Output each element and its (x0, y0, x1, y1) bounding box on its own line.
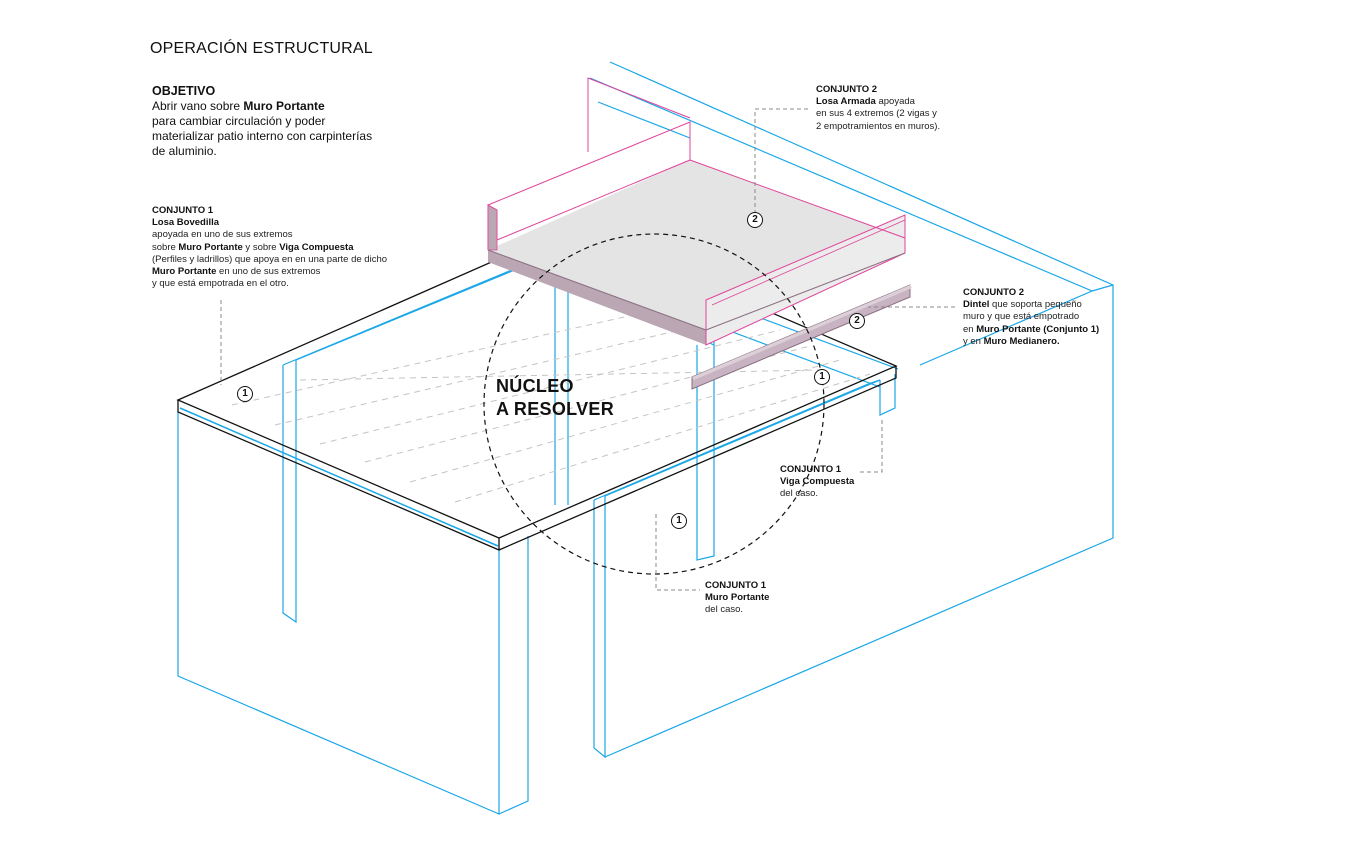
objective-line-2: para cambiar circulación y poder (152, 114, 326, 128)
annotation-muro-portante: CONJUNTO 1 Muro Portante del caso. (705, 580, 825, 617)
annotation-heading: CONJUNTO 1 (705, 580, 767, 591)
badge-conjunto-2-dintel: 2 (849, 313, 865, 329)
leader-lines (220, 108, 955, 591)
annotation-line: y en Muro Medianero. (963, 336, 1163, 348)
annotation-heading: CONJUNTO 2 (816, 84, 878, 95)
annotation-bold: Muro Portante (152, 266, 217, 278)
annotation-line: Losa Armada apoyada (816, 96, 1016, 108)
annotation-text: y sobre (242, 241, 280, 253)
annotation-heading: CONJUNTO 1 (152, 205, 214, 216)
annotation-line: sobre Muro Portante y sobre Viga Compues… (152, 242, 432, 254)
badge-conjunto-1-muro: 1 (671, 513, 687, 529)
annotation-line: del caso. (780, 488, 819, 500)
badge-conjunto-2-losa: 2 (747, 212, 763, 228)
annotation-title: Viga Compuesta (780, 476, 855, 488)
objective-heading: OBJETIVO (152, 84, 216, 98)
objective-line-4: de aluminio. (152, 144, 217, 158)
annotation-line: Dintel que soporta pequeño (963, 299, 1163, 311)
annotation-dintel: CONJUNTO 2 Dintel que soporta pequeño mu… (963, 287, 1163, 348)
nucleo-label: NÚCLEO A RESOLVER (496, 375, 614, 421)
losa-armada (486, 77, 906, 346)
losa-bovedilla-outline (176, 226, 898, 551)
badge-conjunto-1-losa: 1 (237, 386, 253, 402)
objective-block: OBJETIVO Abrir vano sobre Muro Portante … (152, 84, 412, 159)
annotation-losa-armada: CONJUNTO 2 Losa Armada apoyada en sus 4 … (816, 84, 1016, 133)
annotation-losa-bovedilla: CONJUNTO 1 Losa Bovedilla apoyada en uno… (152, 205, 432, 290)
annotation-line: (Perfiles y ladrillos) que apoya en en u… (152, 253, 388, 265)
annotation-line: del caso. (705, 604, 744, 616)
annotation-text: sobre (152, 241, 179, 253)
annotation-text: en uno de sus extremos (216, 266, 321, 278)
front-walls-outline (177, 245, 899, 815)
annotation-text: en (963, 323, 977, 335)
nucleo-circle (483, 233, 825, 575)
annotation-bold: Muro Medianero. (983, 335, 1060, 347)
annotation-line: Muro Portante en uno de sus extremos (152, 266, 432, 278)
objective-line-3: materializar patio interno con carpinter… (152, 129, 373, 143)
objective-line-1-text: Abrir vano sobre (152, 99, 244, 113)
annotation-bold: Viga Compuesta (279, 241, 354, 253)
back-wall-outline (589, 61, 1114, 758)
annotation-line: 2 empotramientos en muros). (816, 120, 941, 132)
annotation-line: en Muro Portante (Conjunto 1) (963, 324, 1163, 336)
annotation-text: apoyada (875, 96, 915, 108)
badge-conjunto-1-viga: 1 (814, 369, 830, 385)
annotation-line: en sus 4 extremos (2 vigas y (816, 108, 937, 120)
annotation-line: muro y que está empotrado (963, 311, 1080, 323)
annotation-line: y que está empotrada en el otro. (152, 278, 289, 290)
annotation-heading: CONJUNTO 2 (963, 287, 1025, 298)
annotation-title: Muro Portante (705, 592, 770, 604)
annotation-viga-compuesta: CONJUNTO 1 Viga Compuesta del caso. (780, 464, 900, 501)
objective-line-1: Abrir vano sobre Muro Portante (152, 99, 412, 114)
page-title: OPERACIÓN ESTRUCTURAL (150, 40, 373, 57)
annotation-heading: CONJUNTO 1 (780, 464, 842, 475)
nucleo-label-line-1: NÚCLEO (496, 376, 574, 396)
objective-line-1-bold: Muro Portante (243, 99, 325, 113)
annotation-text: y en (963, 335, 984, 347)
annotation-text: que soporta pequeño (989, 299, 1082, 311)
annotation-line: apoyada en uno de sus extremos (152, 229, 293, 241)
nucleo-label-line-2: A RESOLVER (496, 399, 615, 419)
annotation-title: Losa Armada (816, 96, 876, 108)
dintel (691, 284, 912, 390)
annotation-title: Losa Bovedilla (152, 217, 220, 229)
annotation-title: Dintel (963, 299, 990, 311)
losa-bovedilla-edge-blue (179, 407, 499, 547)
annotation-bold: Muro Portante (Conjunto 1) (976, 323, 1100, 335)
annotation-bold: Muro Portante (178, 241, 243, 253)
